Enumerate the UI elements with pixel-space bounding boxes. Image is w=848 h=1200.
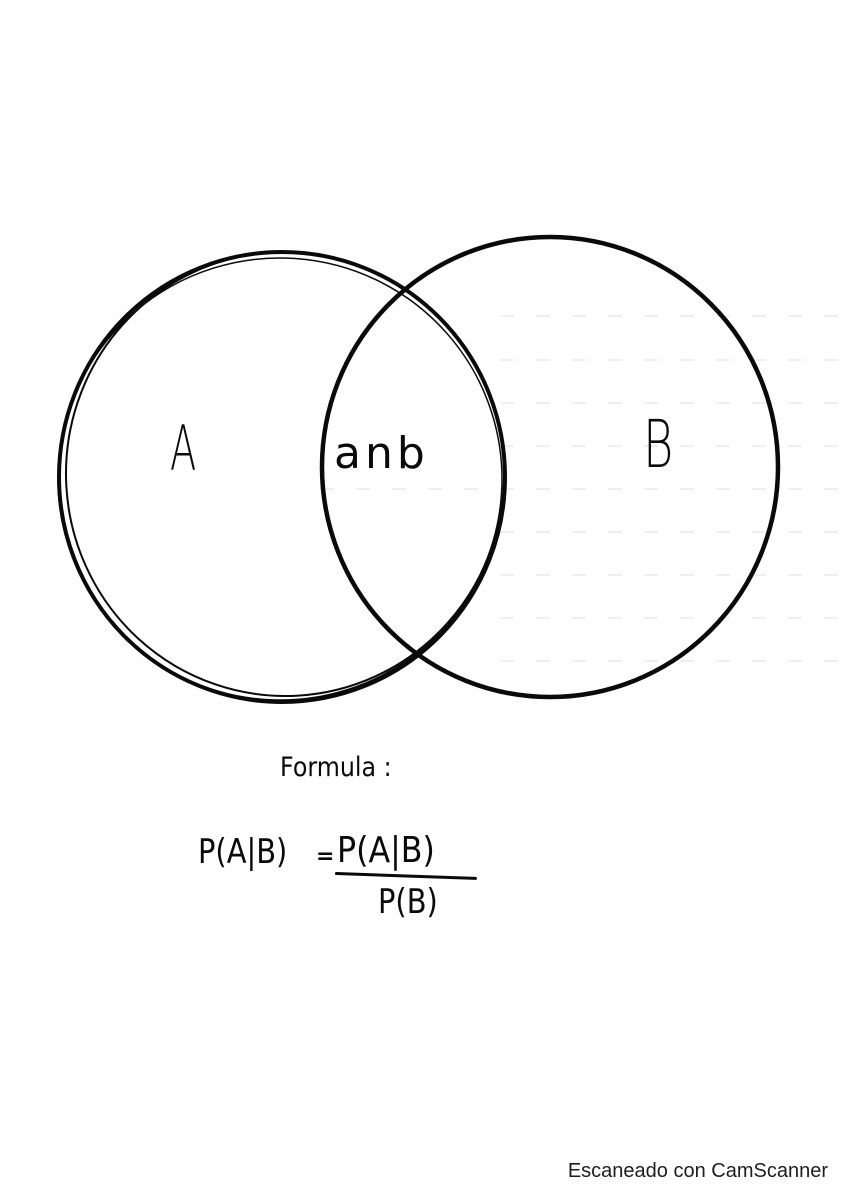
set-a-label: A <box>170 412 197 485</box>
set-b-label: B <box>643 406 674 483</box>
formula-numerator: P(A|B) <box>337 830 435 871</box>
formula-equals: = <box>316 844 335 869</box>
circle-a <box>57 250 507 704</box>
circle-b <box>319 234 781 700</box>
intersection-label: anb <box>334 428 429 479</box>
formula-title: Formula : <box>280 752 392 783</box>
formula-denominator: P(B) <box>378 882 438 922</box>
camscanner-watermark: Escaneado con CamScanner <box>567 1160 828 1182</box>
formula-lhs: P(A|B) <box>198 832 288 872</box>
